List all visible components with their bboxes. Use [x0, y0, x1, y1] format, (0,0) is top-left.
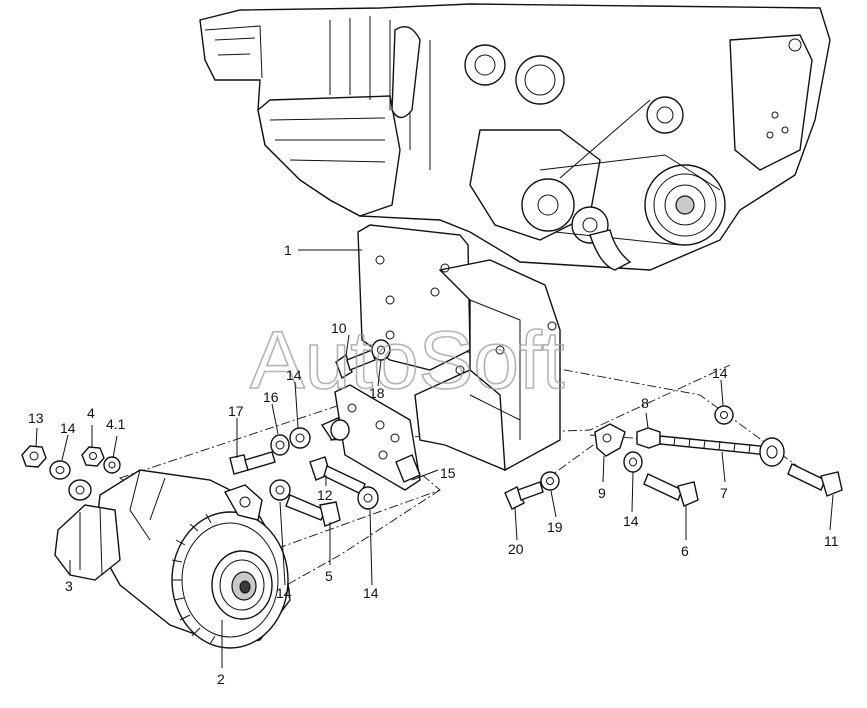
callout-15: 15: [440, 465, 456, 481]
alternator-bracket: [357, 224, 561, 472]
washer-14c: [357, 486, 379, 510]
bolt-5: [285, 494, 341, 527]
nut-8: [636, 427, 661, 449]
adjustment-plate: [334, 384, 421, 491]
alternator: [54, 469, 291, 649]
callout-14-b: 14: [286, 367, 302, 383]
callout-18: 18: [369, 385, 385, 401]
callout-14-e: 14: [623, 513, 639, 529]
callout-12: 12: [317, 487, 333, 503]
spacer-sleeve: [320, 417, 350, 441]
bolt-20: [504, 481, 544, 510]
leader-lines: [35, 249, 834, 668]
callout-9: 9: [598, 485, 606, 501]
callout-14-a: 14: [60, 420, 76, 436]
washer-14e: [623, 451, 643, 473]
callout-17: 17: [228, 403, 244, 419]
engine-block: [199, 3, 831, 271]
callout-5: 5: [325, 568, 333, 584]
washer-16: [270, 434, 290, 456]
callout-1: 1: [284, 242, 292, 258]
callout-8: 8: [641, 395, 649, 411]
washer-14f: [714, 405, 734, 425]
tension-rod-7: [659, 435, 785, 467]
callout-2: 2: [217, 671, 225, 687]
callout-16: 16: [263, 389, 279, 405]
callout-4: 4: [87, 405, 95, 421]
bolt-10: [335, 349, 376, 380]
callout-4-1: 4.1: [106, 416, 126, 432]
callout-19: 19: [547, 519, 563, 535]
callout-14-c: 14: [276, 585, 292, 601]
bolt-17: [229, 451, 276, 475]
callout-10: 10: [331, 320, 347, 336]
washer-14d: [269, 479, 291, 501]
callout-6: 6: [681, 543, 689, 559]
nut-13: [21, 445, 47, 468]
washer-4-1: [103, 456, 121, 474]
washer-14a: [49, 460, 71, 480]
callout-labels: 1 2 3 4 4.1 5 6 7 8 9 10 11 12 13 14 14 …: [28, 242, 839, 687]
adjuster-link-9: [594, 423, 626, 457]
callout-20: 20: [508, 541, 524, 557]
watermark-text: AutoSoft: [250, 315, 565, 406]
nut-4: [81, 446, 105, 467]
washer-14-left-lower: [68, 479, 92, 501]
washer-14b: [289, 427, 311, 449]
callout-7: 7: [720, 485, 728, 501]
callout-14-d: 14: [363, 585, 379, 601]
callout-3: 3: [65, 578, 73, 594]
bolt-11: [787, 463, 843, 497]
callout-13: 13: [28, 410, 44, 426]
callout-14-f: 14: [712, 365, 728, 381]
callout-11: 11: [824, 533, 839, 549]
bolt-6: [643, 473, 699, 507]
washer-19: [540, 471, 560, 491]
